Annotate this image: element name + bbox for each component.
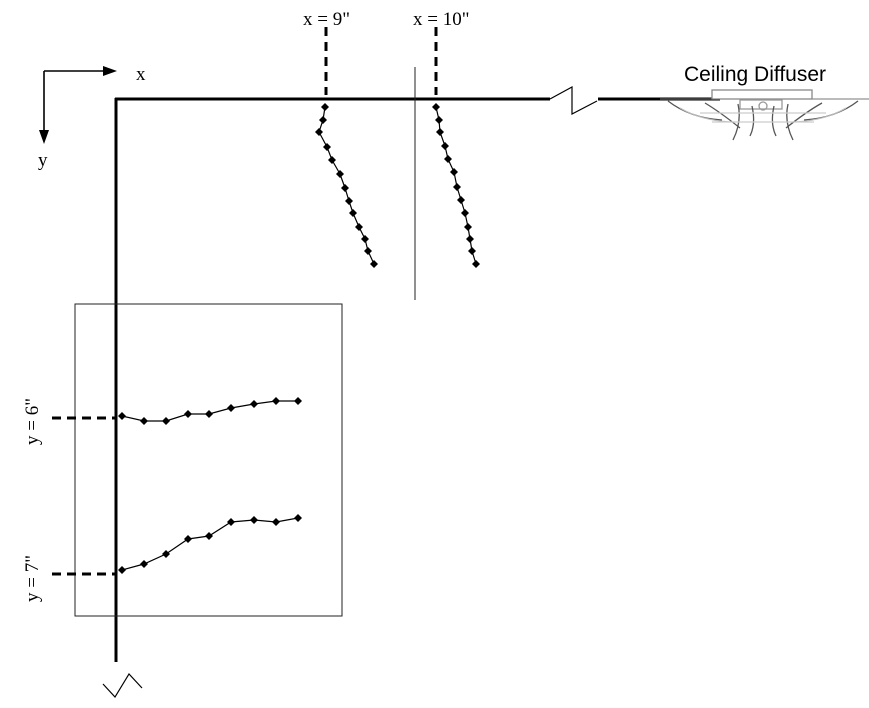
profile-x10-marker [450, 168, 458, 176]
wall-break-symbol [102, 673, 143, 698]
profile-x9-marker [345, 197, 353, 205]
axis-y-label: y [38, 150, 48, 171]
profile-x10-marker [444, 155, 452, 163]
profile-y6-marker [184, 410, 192, 418]
ceiling-diffuser-graphic [660, 89, 869, 141]
diffuser-label: Ceiling Diffuser [684, 63, 826, 86]
profile-x10-marker [468, 247, 476, 255]
profile-x10-marker [435, 116, 443, 124]
profile-x9-marker [323, 143, 331, 151]
profile-y7 [118, 514, 302, 574]
probe-y7-label: y = 7" [22, 555, 43, 602]
profile-y6-marker [118, 412, 126, 420]
probe-x10-label: x = 10" [413, 9, 469, 30]
profile-x10-marker [472, 260, 480, 268]
profile-x9-marker [355, 223, 363, 231]
profile-y6-marker [294, 397, 302, 405]
profile-y7-marker [272, 518, 280, 526]
ceiling-break-symbol [549, 85, 598, 115]
profile-y6-marker [205, 410, 213, 418]
profile-x10-marker [457, 196, 465, 204]
profile-x9-marker [315, 128, 323, 136]
probe-x9-label: x = 9" [303, 9, 350, 30]
axes-indicator [39, 66, 117, 144]
profile-x9-marker [370, 260, 378, 268]
profile-x9-marker [361, 235, 369, 243]
profile-y6-marker [162, 417, 170, 425]
profile-y7-marker [162, 550, 170, 558]
profile-x9-marker [341, 184, 349, 192]
profile-x10-marker [464, 223, 472, 231]
profile-y6-marker [227, 404, 235, 412]
profile-x10-marker [461, 209, 469, 217]
profile-y7-line [121, 517, 299, 571]
profile-y7-marker [205, 532, 213, 540]
profile-y7-marker [250, 516, 258, 524]
profile-x9-marker [321, 103, 329, 111]
profile-x9-marker [319, 116, 327, 124]
profile-x9-marker [364, 247, 372, 255]
profile-x10-marker [466, 235, 474, 243]
profile-y6 [118, 397, 302, 425]
profile-y6-marker [272, 397, 280, 405]
profile-x9-marker [328, 156, 336, 164]
profile-y7-marker [227, 518, 235, 526]
profile-x10-marker [441, 142, 449, 150]
profile-y6-marker [140, 417, 148, 425]
profile-y7-marker [140, 560, 148, 568]
profile-x9-marker [349, 209, 357, 217]
profile-x9 [315, 103, 378, 268]
axis-x-label: x [136, 64, 146, 85]
profile-x10-marker [432, 103, 440, 111]
profile-y7-marker [118, 566, 126, 574]
profile-y7-marker [184, 535, 192, 543]
probe-y6-label: y = 6" [22, 398, 43, 445]
profile-x10-marker [436, 128, 444, 136]
profile-y7-marker [294, 514, 302, 522]
profile-y6-marker [250, 400, 258, 408]
profile-x10 [432, 103, 480, 268]
profile-x10-marker [453, 183, 461, 191]
profile-x9-marker [336, 170, 344, 178]
zoom-box [74, 303, 343, 617]
